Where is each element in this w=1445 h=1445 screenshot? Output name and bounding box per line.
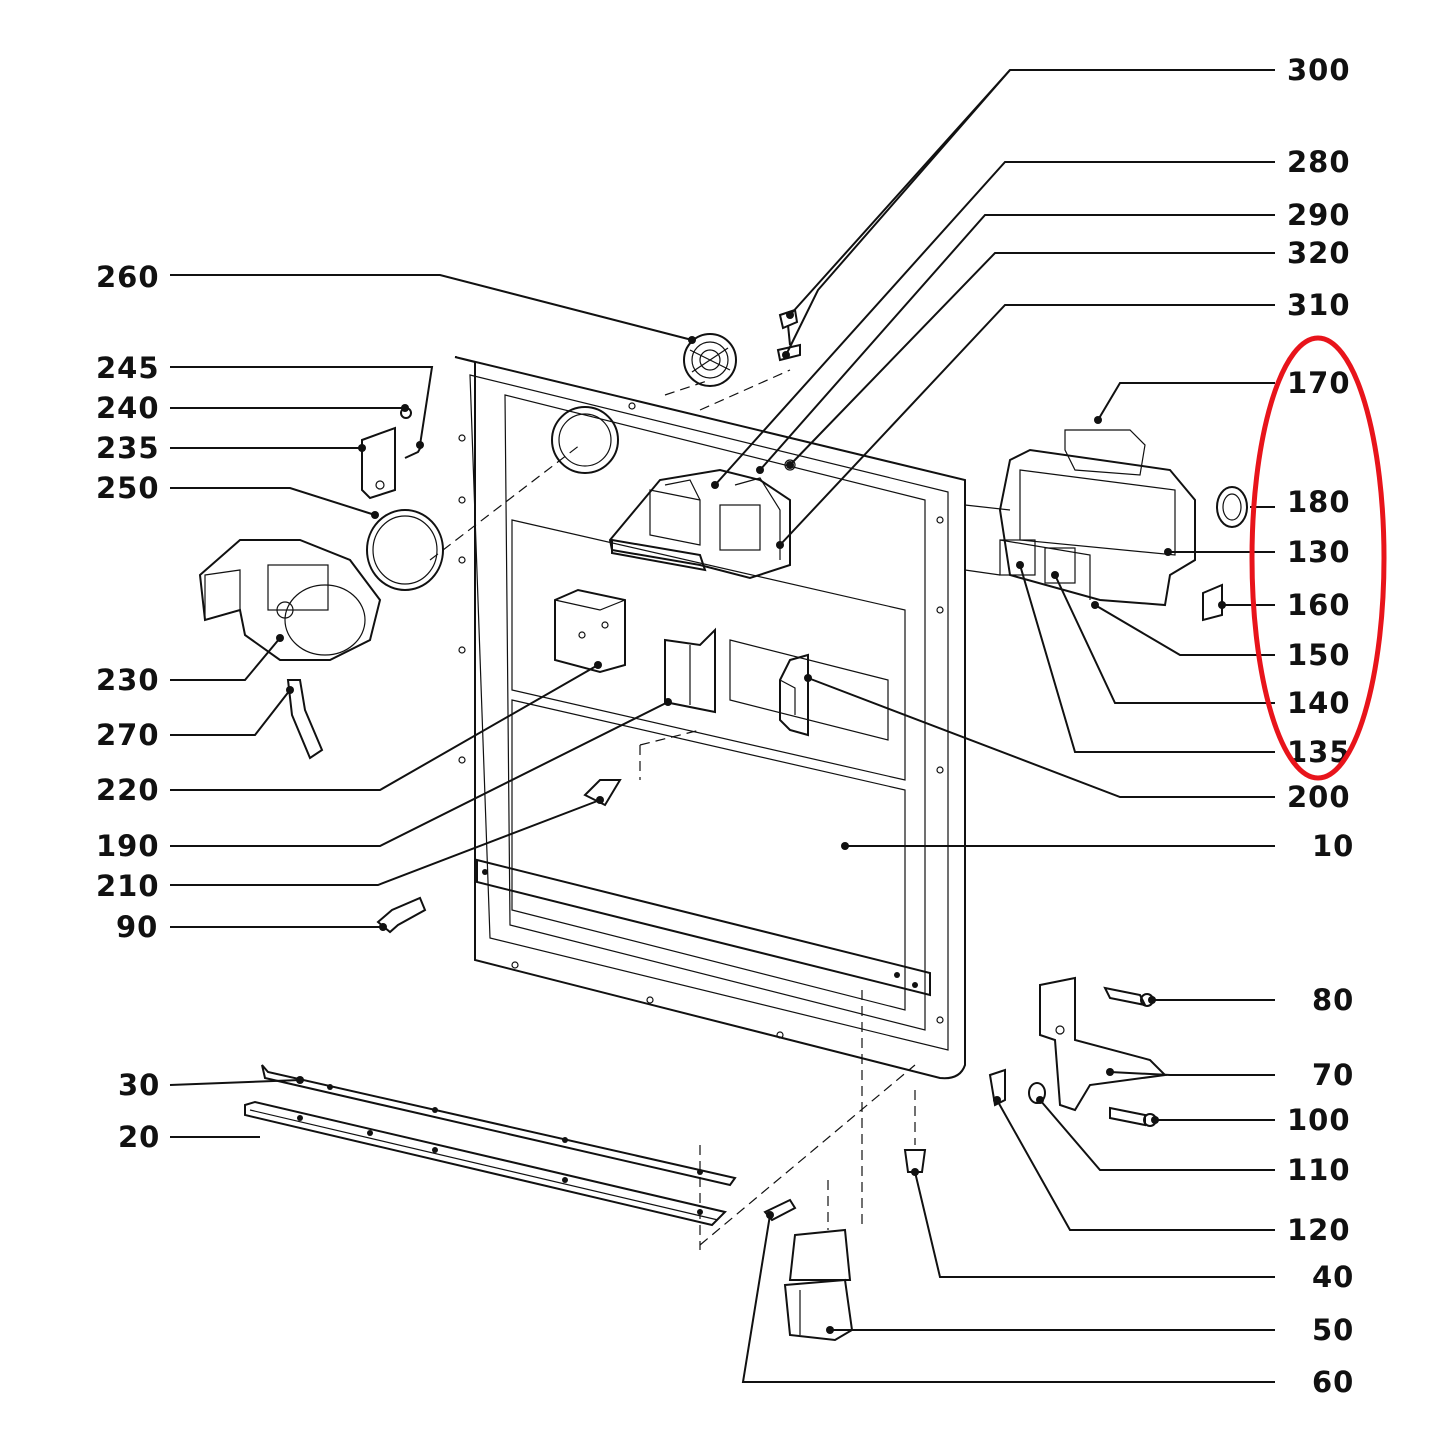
part-label-320: 320 <box>1287 236 1351 270</box>
part-label-245: 245 <box>96 351 160 385</box>
part-label-60: 60 <box>1312 1365 1354 1399</box>
part-label-240: 240 <box>96 391 160 425</box>
clip-160 <box>1202 583 1223 622</box>
part-label-310: 310 <box>1287 288 1351 322</box>
part-label-220: 220 <box>96 773 160 807</box>
part-label-100: 100 <box>1287 1103 1351 1137</box>
hinge-bracket-50 <box>783 1228 854 1342</box>
washer-110 <box>1028 1082 1046 1104</box>
hose-270 <box>286 679 324 760</box>
part-label-280: 280 <box>1287 145 1351 179</box>
part-label-230: 230 <box>96 663 160 697</box>
part-label-10: 10 <box>1312 829 1354 863</box>
part-label-30: 30 <box>118 1068 160 1102</box>
part-label-300: 300 <box>1287 53 1351 87</box>
part-label-90: 90 <box>116 910 158 944</box>
strip-30 <box>261 1064 737 1187</box>
part-label-170: 170 <box>1287 366 1351 400</box>
bracket-200 <box>779 653 809 737</box>
part-labels: 300 280 290 320 310 260 245 240 235 250 170 180 130 1… <box>96 53 1354 1399</box>
part-label-20: 20 <box>118 1120 160 1154</box>
part-label-80: 80 <box>1312 983 1354 1017</box>
part-label-210: 210 <box>96 869 160 903</box>
gasket-250 <box>366 509 444 591</box>
hinge-70 <box>1039 976 1168 1112</box>
block-220 <box>554 588 626 674</box>
ring-180 <box>1216 486 1248 528</box>
part-label-150: 150 <box>1287 638 1351 672</box>
part-label-70: 70 <box>1312 1058 1354 1092</box>
part-label-200: 200 <box>1287 780 1351 814</box>
part-label-190: 190 <box>96 829 160 863</box>
dispenser-130 <box>964 429 1196 607</box>
part-label-50: 50 <box>1312 1313 1354 1347</box>
bracket-235 <box>361 407 423 500</box>
screw-90 <box>376 896 427 934</box>
part-label-235: 235 <box>96 431 160 465</box>
part-label-290: 290 <box>1287 198 1351 232</box>
screw-40 <box>903 1149 927 1173</box>
screw-100 <box>1109 1106 1157 1127</box>
part-label-160: 160 <box>1287 588 1351 622</box>
door-panel <box>454 356 966 1080</box>
part-label-40: 40 <box>1312 1260 1354 1294</box>
part-label-250: 250 <box>96 471 160 505</box>
part-label-180: 180 <box>1287 485 1351 519</box>
assembly-guides <box>429 369 916 1250</box>
bracket-190 <box>664 627 716 714</box>
screw-80 <box>1103 986 1154 1007</box>
part-label-270: 270 <box>96 718 160 752</box>
fan-grill-260 <box>683 333 737 387</box>
part-label-110: 110 <box>1287 1153 1351 1187</box>
part-label-130: 130 <box>1287 535 1351 569</box>
pump-230 <box>198 539 382 661</box>
clip-120 <box>988 1068 1006 1107</box>
part-label-120: 120 <box>1287 1213 1351 1247</box>
highlight-ellipse <box>1249 335 1387 781</box>
part-label-260: 260 <box>96 260 160 294</box>
door-lock-assembly <box>608 459 796 580</box>
leader-lines <box>169 69 1275 1383</box>
part-label-140: 140 <box>1287 686 1351 720</box>
